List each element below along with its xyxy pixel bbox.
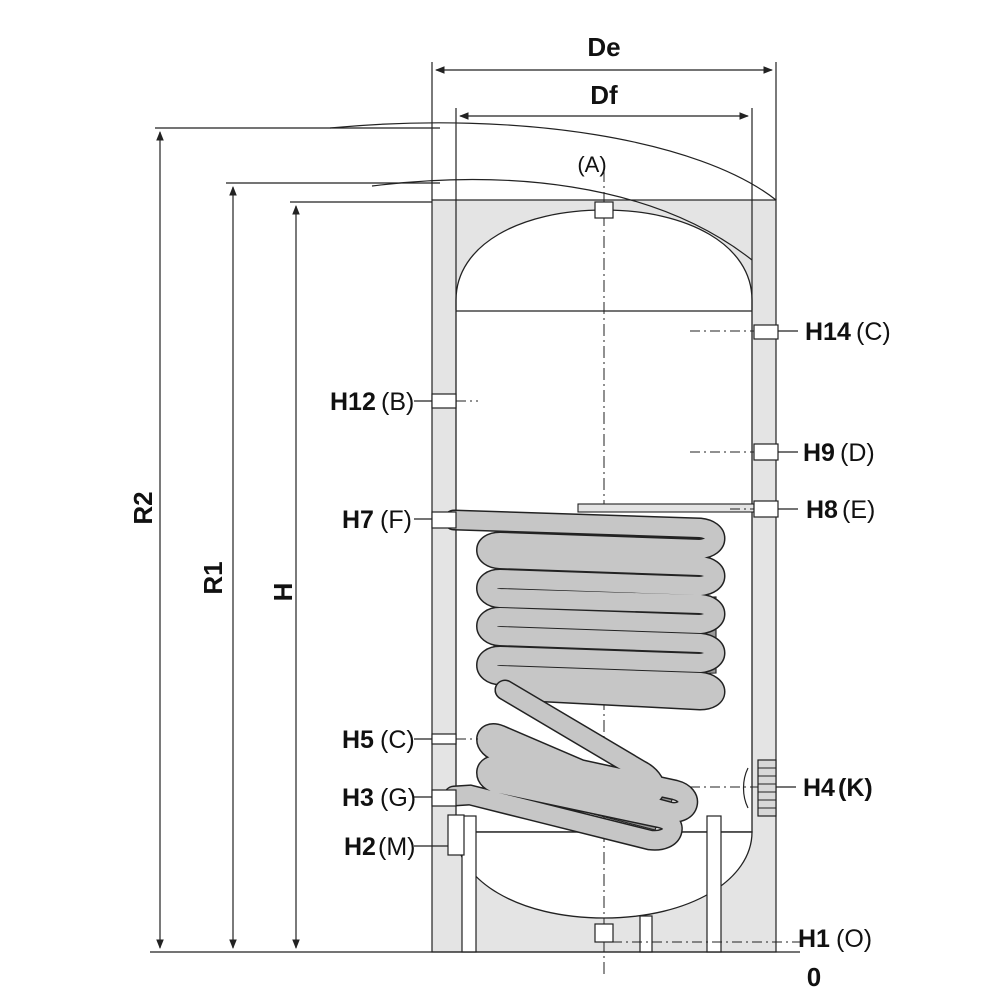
ref-h4: (K): [838, 774, 873, 802]
sensor-rod: [577, 503, 755, 513]
label-de: De: [587, 32, 620, 62]
width-dimensions: [431, 62, 777, 310]
side-nozzles: [431, 324, 779, 856]
diagonal-curves: [150, 122, 800, 953]
ref-h12: (B): [381, 388, 414, 416]
ref-h5: (C): [380, 726, 415, 754]
connection-h12: H12 (B): [330, 388, 414, 416]
extension-lines: [456, 330, 800, 943]
label-r1: R1: [198, 561, 228, 594]
connection-h9: H9 (D): [803, 439, 875, 467]
connection-h8: H8 (E): [806, 496, 875, 524]
code-h3: H3: [342, 784, 374, 812]
ref-h9: (D): [840, 439, 875, 467]
code-h9: H9: [803, 439, 835, 467]
connection-h1: H1 (O): [798, 925, 872, 953]
flange-h4: [742, 759, 777, 817]
code-h4: H4: [803, 774, 835, 802]
code-h5: H5: [342, 726, 374, 754]
ref-h8: (E): [842, 496, 875, 524]
ref-h1: (O): [836, 925, 872, 953]
code-h1: H1: [798, 925, 830, 953]
connection-h2: H2 (M): [344, 833, 415, 861]
label-r2: R2: [128, 491, 158, 524]
leader-lines: [414, 330, 798, 847]
ref-h3: (G): [380, 784, 416, 812]
code-h2: H2: [344, 833, 376, 861]
ref-h7: (F): [380, 506, 412, 534]
ref-h2: (M): [378, 833, 415, 861]
connection-h4: H4 (K): [803, 774, 873, 802]
connection-h14: H14 (C): [805, 318, 891, 346]
code-h8: H8: [806, 496, 838, 524]
connection-h5: H5 (C): [342, 726, 415, 754]
bottom-nozzle: [594, 923, 614, 943]
code-h14: H14: [805, 318, 851, 346]
label-top-connection: (A): [577, 152, 606, 177]
code-h12: H12: [330, 388, 376, 416]
heating-coil: [443, 509, 726, 851]
code-h7: H7: [342, 506, 374, 534]
label-h: H: [268, 583, 298, 602]
connection-h3: H3 (G): [342, 784, 416, 812]
label-zero: 0: [807, 962, 821, 992]
label-df: Df: [590, 80, 618, 110]
connection-h7: H7 (F): [342, 506, 412, 534]
top-nozzle: [594, 201, 614, 219]
ref-h14: (C): [856, 318, 891, 346]
height-dimensions: [156, 131, 300, 949]
